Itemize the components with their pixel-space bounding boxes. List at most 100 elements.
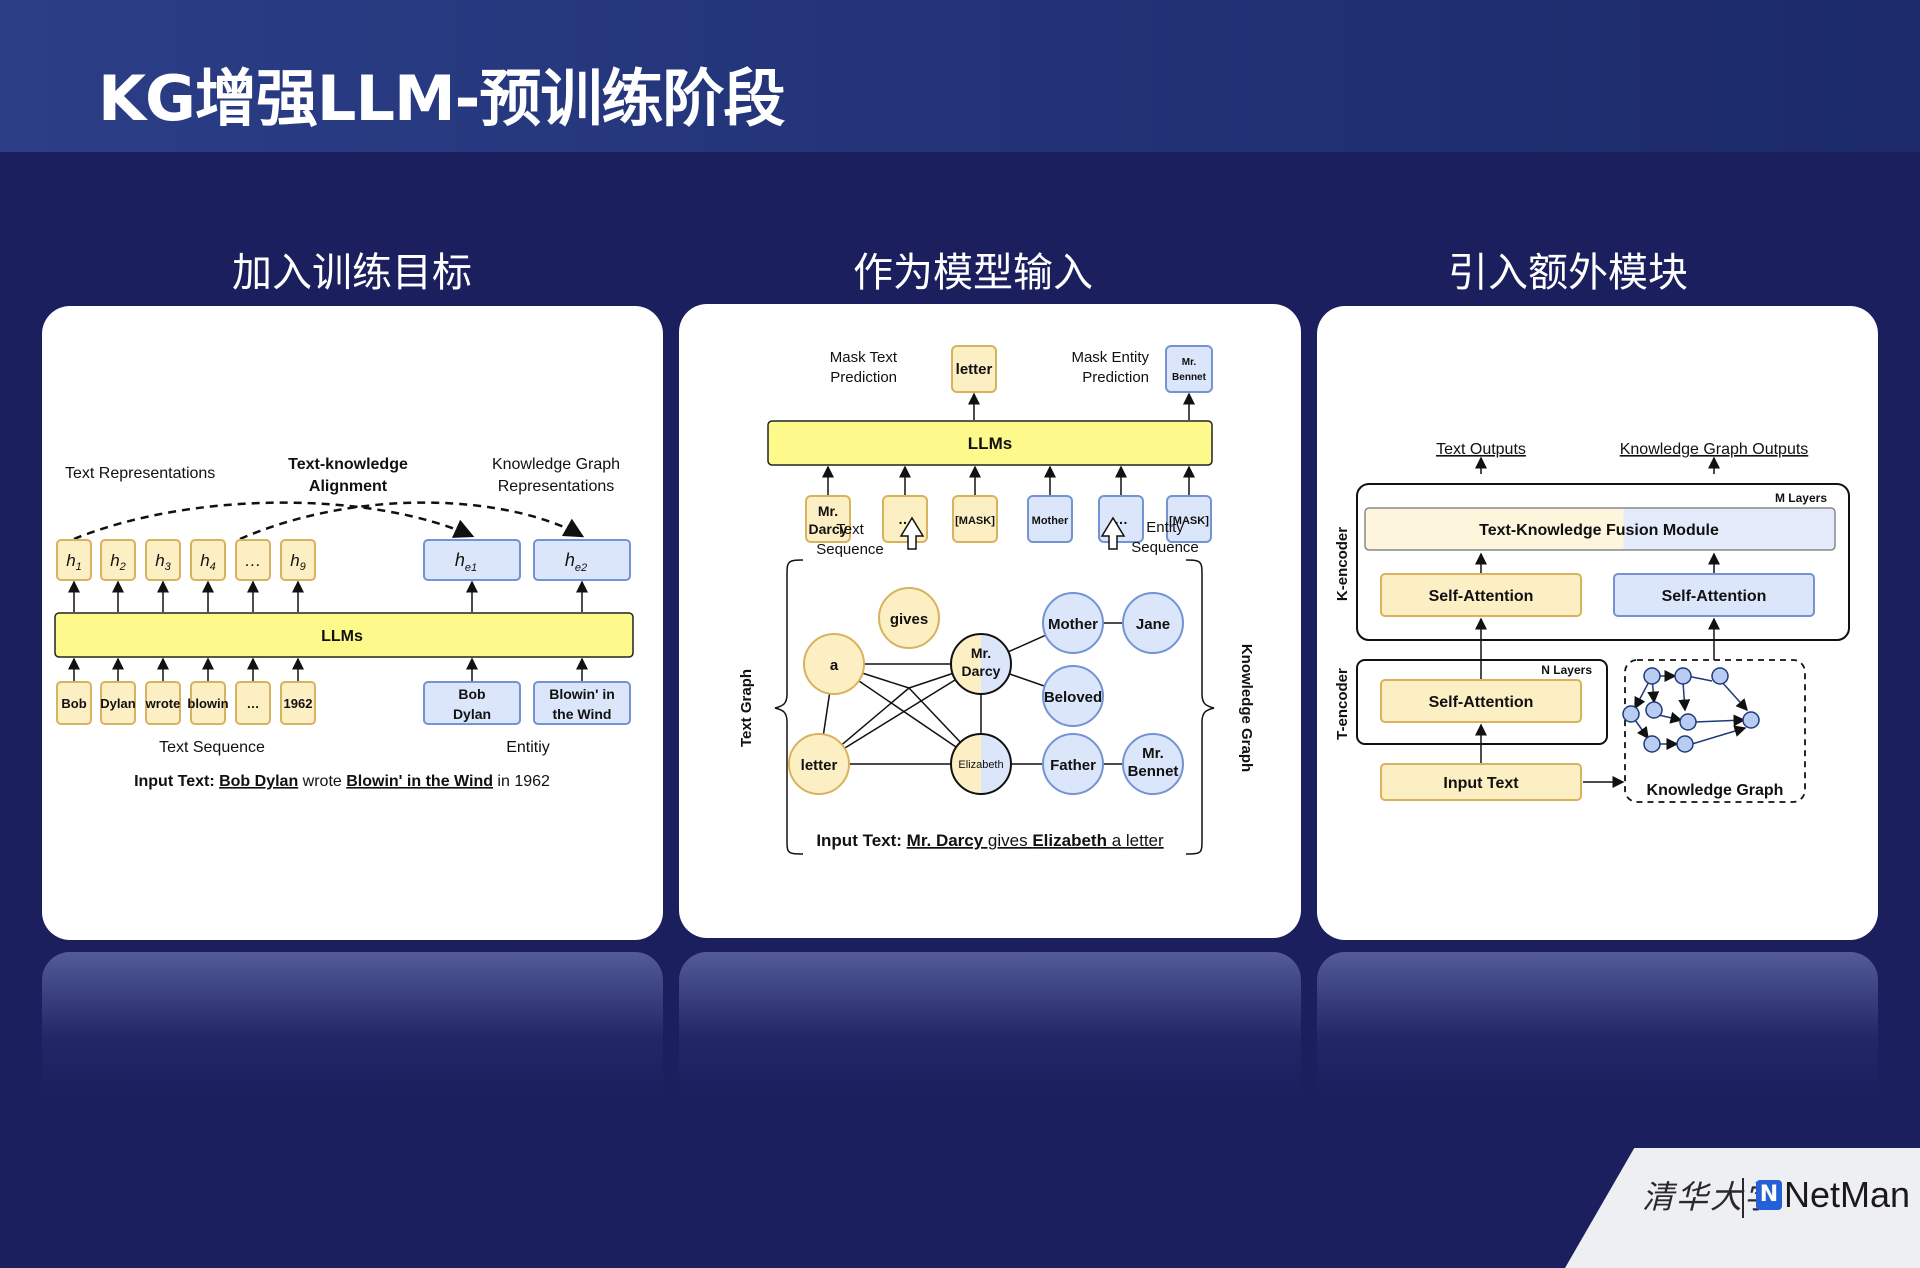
tsinghua-logo: 清华大学 xyxy=(1642,1178,1779,1216)
svg-text:…: … xyxy=(245,551,262,570)
mask-text-output xyxy=(951,345,997,393)
svg-text:Beloved: Beloved xyxy=(1044,689,1102,706)
hollow-arrow-entity xyxy=(1100,516,1126,550)
input-part-entity-2: Blowin' in the Wind xyxy=(346,773,493,790)
label-text-representations: Text Representations xyxy=(65,465,215,482)
label-mask-text-1: Mask Text xyxy=(830,349,898,366)
token-4: … xyxy=(235,681,271,725)
label-knowledge-graph: Knowledge Graph xyxy=(1238,644,1255,772)
input-part-2: wrote xyxy=(298,773,346,790)
input-prefix: Input Text: xyxy=(134,773,219,790)
page-title: KG增强LLM-预训练阶段 xyxy=(98,62,785,135)
svg-text:gives: gives xyxy=(890,611,928,628)
input-text-box xyxy=(1380,763,1582,801)
token-5: 1962 xyxy=(280,681,316,725)
input-part-4: in 1962 xyxy=(493,773,550,790)
brace-text-graph xyxy=(774,559,804,855)
t-self-attention-label: Self-Attention xyxy=(1429,694,1534,711)
hidden-state-0: h1 xyxy=(56,539,92,581)
seq-token-3: Mother xyxy=(1027,495,1073,543)
mask-entity-output-l1: Mr. xyxy=(1182,357,1197,368)
token-1: Dylan xyxy=(100,681,136,725)
hidden-state-4: … xyxy=(235,539,271,581)
svg-text:Mr.: Mr. xyxy=(971,645,991,661)
k-self-attention-text-label: Self-Attention xyxy=(1429,588,1534,605)
section-title-extra-module: 引入额外模块 xyxy=(1448,250,1688,296)
svg-text:Dylan: Dylan xyxy=(453,706,491,722)
node-father: Father xyxy=(1042,733,1104,795)
title-bar xyxy=(0,0,1920,152)
label-text-seq-2: Sequence xyxy=(816,541,884,558)
svg-text:Bennet: Bennet xyxy=(1128,763,1179,780)
input-part-4: a xyxy=(1107,831,1126,850)
label-kg-repr-1: Knowledge Graph xyxy=(492,456,620,473)
svg-text:Bob: Bob xyxy=(61,696,86,711)
input-part-entity-1: Bob Dylan xyxy=(219,773,298,790)
alignment-arc-2 xyxy=(239,501,585,541)
fusion-module xyxy=(1364,507,1836,551)
svg-text:h4: h4 xyxy=(200,551,216,573)
node-mother: Mother xyxy=(1042,592,1104,654)
node-letter: letter xyxy=(788,733,850,795)
label-text-seq-1: Text xyxy=(836,521,864,538)
fusion-module-label: Text-Knowledge Fusion Module xyxy=(1479,522,1719,539)
label-text-outputs: Text Outputs xyxy=(1436,441,1526,458)
panel-reflection-1 xyxy=(42,952,663,1094)
svg-text:Elizabeth: Elizabeth xyxy=(958,759,1003,771)
svg-text:…: … xyxy=(1114,511,1128,527)
label-mask-entity-1: Mask Entity xyxy=(1071,349,1149,366)
label-entity: Entitiy xyxy=(506,739,550,756)
token-0: Bob xyxy=(56,681,92,725)
diagram-extra-module: Text Outputs Knowledge Graph Outputs K-e… xyxy=(1334,441,1850,803)
label-entity-seq-1: Entity xyxy=(1146,519,1184,536)
diagram-model-input: Mask Text Prediction letter Mask Entity … xyxy=(738,345,1255,855)
svg-text:Mother: Mother xyxy=(1032,515,1069,527)
input-text-line: Input Text: Mr. Darcy gives Elizabeth a … xyxy=(816,831,1164,850)
svg-text:h1: h1 xyxy=(66,551,82,573)
node-elizabeth: Elizabeth xyxy=(950,733,1012,795)
input-part-entity-1: Mr. Darcy xyxy=(907,831,984,850)
input-part-entity-2: Elizabeth xyxy=(1032,831,1107,850)
section-title-training-objective: 加入训练目标 xyxy=(232,250,472,296)
seq-token-2: [MASK] xyxy=(952,495,998,543)
label-kg-repr-2: Representations xyxy=(498,478,615,495)
label-mask-entity-2: Prediction xyxy=(1082,369,1149,386)
node-jane: Jane xyxy=(1122,592,1184,654)
node-mr-bennet: Mr. Bennet xyxy=(1122,733,1184,795)
svg-text:h3: h3 xyxy=(155,551,171,573)
node-beloved: Beloved xyxy=(1042,665,1104,727)
panel-extra-module: Text Outputs Knowledge Graph Outputs K-e… xyxy=(1317,306,1878,940)
label-alignment-2: Alignment xyxy=(309,478,388,495)
panel-reflection-2 xyxy=(679,952,1301,1094)
netman-logo-mark: N xyxy=(1756,1180,1782,1210)
mask-entity-output xyxy=(1165,345,1213,393)
hidden-state-3: h4 xyxy=(190,539,226,581)
svg-text:Bob: Bob xyxy=(458,686,485,702)
svg-text:blowin: blowin xyxy=(187,696,228,711)
alignment-arc-1 xyxy=(73,501,475,541)
svg-text:wrote: wrote xyxy=(145,696,181,711)
panel-model-input: Mask Text Prediction letter Mask Entity … xyxy=(679,304,1301,938)
node-mr-darcy: Mr. Darcy xyxy=(950,633,1012,695)
label-mask-text-2: Prediction xyxy=(830,369,897,386)
svg-text:Mr.: Mr. xyxy=(818,503,838,519)
svg-text:1962: 1962 xyxy=(284,696,313,711)
svg-text:the Wind: the Wind xyxy=(553,706,612,722)
hollow-arrow-text xyxy=(899,516,925,550)
llm-bar xyxy=(54,612,634,658)
input-part-2: gives xyxy=(983,831,1032,850)
label-text-graph: Text Graph xyxy=(738,669,755,747)
panel-training-objective: Text Representations Text-knowledge Alig… xyxy=(42,306,663,940)
svg-text:Mr.: Mr. xyxy=(1142,745,1164,762)
netman-logo: NetMan xyxy=(1784,1174,1911,1215)
svg-text:h9: h9 xyxy=(290,551,306,573)
label-n-layers: N Layers xyxy=(1541,663,1592,677)
node-gives: gives xyxy=(878,587,940,649)
k-self-attention-kg-label: Self-Attention xyxy=(1662,588,1767,605)
label-kg-outputs: Knowledge Graph Outputs xyxy=(1620,441,1809,458)
svg-text:he1: he1 xyxy=(455,550,477,574)
node-a: a xyxy=(803,633,865,695)
k-encoder-box xyxy=(1356,483,1850,641)
diagram-training-objective: Text Representations Text-knowledge Alig… xyxy=(54,456,634,790)
hidden-state-2: h3 xyxy=(145,539,181,581)
